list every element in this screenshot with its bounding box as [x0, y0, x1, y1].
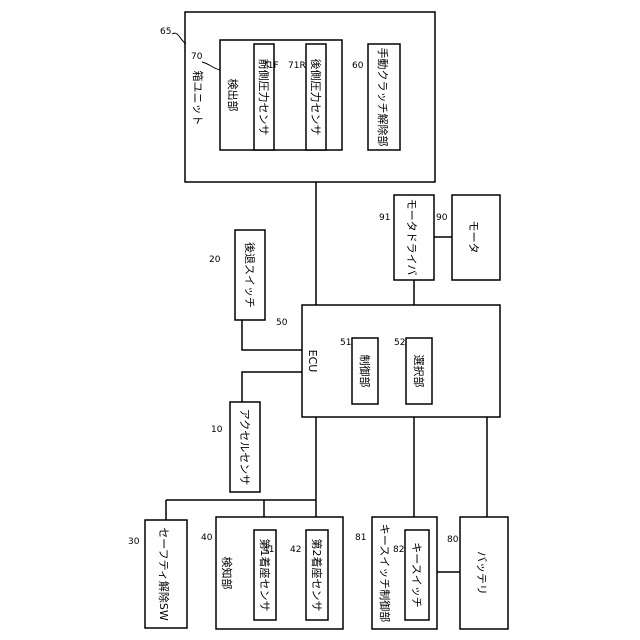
seat-sensor-2-ref: 42	[290, 545, 301, 555]
detector-ref: 70	[191, 52, 203, 62]
seat-sensor-2-label: 第2着座センサ	[310, 539, 324, 612]
motor-ref: 90	[436, 213, 448, 223]
control-unit-label: 制御部	[358, 355, 372, 388]
battery-ref: 80	[447, 535, 459, 545]
wire-reverse-switch	[242, 320, 302, 350]
accel-sensor-ref: 10	[211, 425, 223, 435]
reverse-switch-ref: 20	[209, 255, 221, 265]
safety-release-label: セーフティ解除SW	[157, 527, 171, 621]
key-switch-control-ref: 81	[355, 533, 366, 543]
rear-pressure-sensor-ref: 71R	[288, 61, 306, 71]
motor-label: モータ	[467, 221, 480, 254]
sensing-unit-label: 検知部	[220, 557, 234, 590]
key-switch-control-label: キースイッチ制御部	[378, 524, 392, 622]
box-unit-ref-leader	[172, 33, 186, 44]
motor-driver-label: モータドライバ	[405, 199, 418, 276]
accel-sensor-label: アクセルセンサ	[238, 409, 251, 485]
key-switch-label: キースイッチ	[410, 542, 423, 607]
clutch-release-label: 手動クラッチ解除部	[376, 48, 390, 147]
sensing-unit-ref: 40	[201, 533, 213, 543]
ecu-box	[302, 305, 500, 417]
wire-accel-sensor	[242, 372, 302, 402]
selection-unit-ref: 52	[394, 338, 405, 348]
ecu-label: ECU	[306, 350, 319, 373]
key-switch-ref: 82	[393, 545, 404, 555]
selection-unit-label: 選択部	[412, 355, 426, 388]
ecu-ref: 50	[276, 318, 288, 328]
detector-label: 検出部	[226, 79, 240, 112]
reverse-switch-label: 後退スイッチ	[243, 242, 257, 308]
battery-label: バッテリ	[475, 551, 488, 595]
motor-driver-ref: 91	[379, 213, 390, 223]
safety-release-ref: 30	[128, 537, 140, 547]
box-unit-label: 箱ユニット	[191, 71, 205, 126]
control-unit-ref: 51	[340, 338, 351, 348]
box-unit-ref: 65	[160, 27, 171, 37]
seat-sensor-1-ref: 41	[263, 545, 274, 555]
front-pressure-sensor-ref: 71F	[262, 61, 279, 71]
rear-pressure-sensor-label: 後側圧力センサ	[309, 59, 323, 136]
clutch-release-ref: 60	[352, 61, 364, 71]
